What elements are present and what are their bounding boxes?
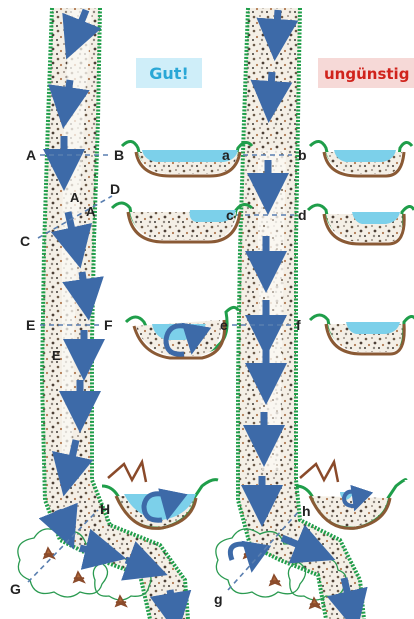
- label-C: C: [20, 233, 30, 249]
- label-F: F: [104, 317, 113, 333]
- label-h: h: [302, 503, 311, 519]
- label-H: H: [100, 501, 110, 517]
- label-B: B: [114, 147, 124, 163]
- label-f: f: [296, 317, 301, 333]
- cross-section-a-b: [310, 141, 412, 176]
- label-A: A: [26, 147, 36, 163]
- flow-arrow: [66, 80, 70, 108]
- label-E-mark: E: [52, 348, 61, 363]
- cross-section-e-f: [310, 315, 414, 354]
- badge-bad-text: ungünstig: [324, 65, 409, 83]
- label-G: G: [10, 581, 21, 597]
- flow-arrow: [270, 72, 272, 102]
- badge-good-text: Gut!: [149, 64, 188, 83]
- flow-arrow: [170, 590, 174, 614]
- label-E: E: [26, 317, 35, 333]
- badge-good: Gut!: [136, 58, 202, 88]
- label-d: d: [298, 207, 307, 223]
- label-a: a: [222, 147, 230, 163]
- badge-bad: ungünstig: [318, 58, 414, 88]
- cross-section-A-B: [122, 141, 252, 176]
- label-A-mark: A: [70, 190, 80, 205]
- flow-arrow: [82, 272, 86, 300]
- label-A-mark-2: A: [86, 204, 96, 219]
- cross-section-g-h: [296, 462, 406, 528]
- label-b: b: [298, 147, 307, 163]
- label-e: e: [220, 317, 228, 333]
- label-c: c: [226, 207, 234, 223]
- flow-arrow: [276, 10, 278, 40]
- label-D: D: [110, 181, 120, 197]
- label-g: g: [214, 591, 223, 607]
- cross-section-c-d: [308, 205, 414, 244]
- cross-section-G-H: [102, 462, 218, 528]
